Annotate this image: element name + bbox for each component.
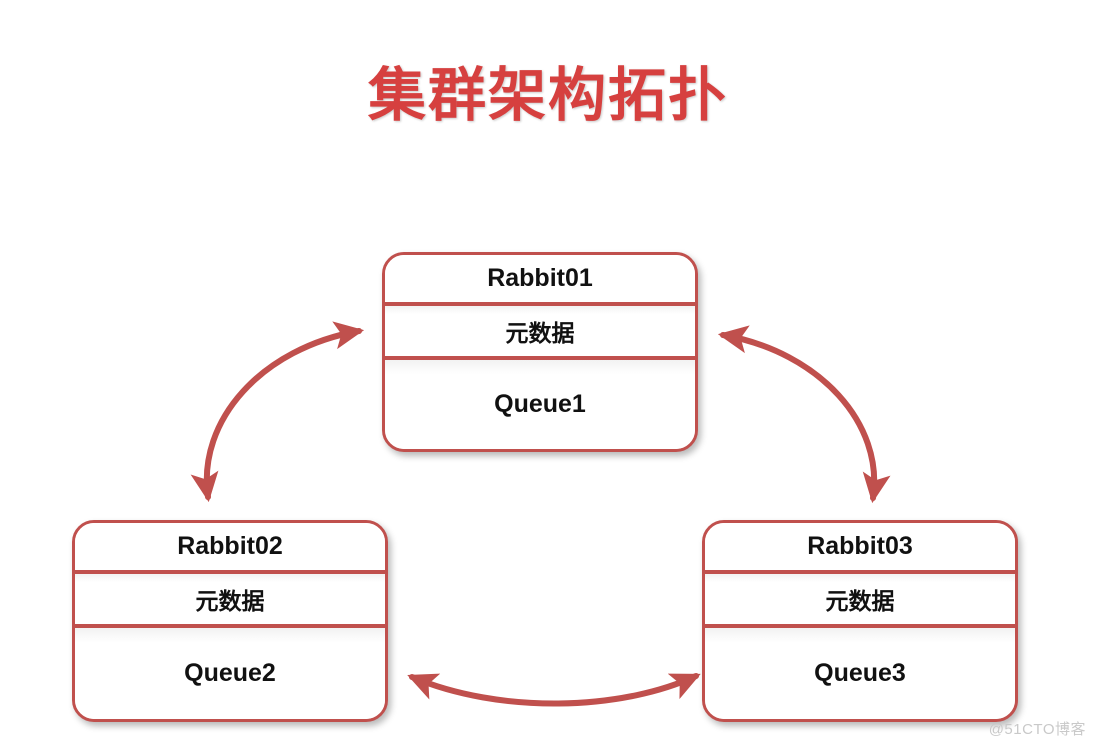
node-rabbit02-queue: Queue2: [75, 628, 385, 719]
connector-rabbit01-rabbit02: [190, 321, 365, 503]
watermark: @51CTO博客: [988, 721, 1086, 738]
node-rabbit03-queue: Queue3: [705, 628, 1015, 719]
node-rabbit02-metadata: 元数据: [75, 574, 385, 628]
node-rabbit01-queue: Queue1: [385, 360, 695, 449]
node-rabbit01[interactable]: Rabbit01 元数据 Queue1: [382, 252, 698, 452]
connector-rabbit02-rabbit03: [407, 673, 701, 707]
page-title: 集群架构拓扑: [367, 63, 728, 128]
node-rabbit02-name: Rabbit02: [75, 523, 385, 574]
node-rabbit03-metadata: 元数据: [705, 574, 1015, 628]
connector-rabbit01-rabbit03: [717, 325, 891, 504]
node-rabbit03-name: Rabbit03: [705, 523, 1015, 574]
node-rabbit01-metadata: 元数据: [385, 306, 695, 360]
node-rabbit01-name: Rabbit01: [385, 255, 695, 306]
node-rabbit03[interactable]: Rabbit03 元数据 Queue3: [702, 520, 1018, 722]
node-rabbit02[interactable]: Rabbit02 元数据 Queue2: [72, 520, 388, 722]
